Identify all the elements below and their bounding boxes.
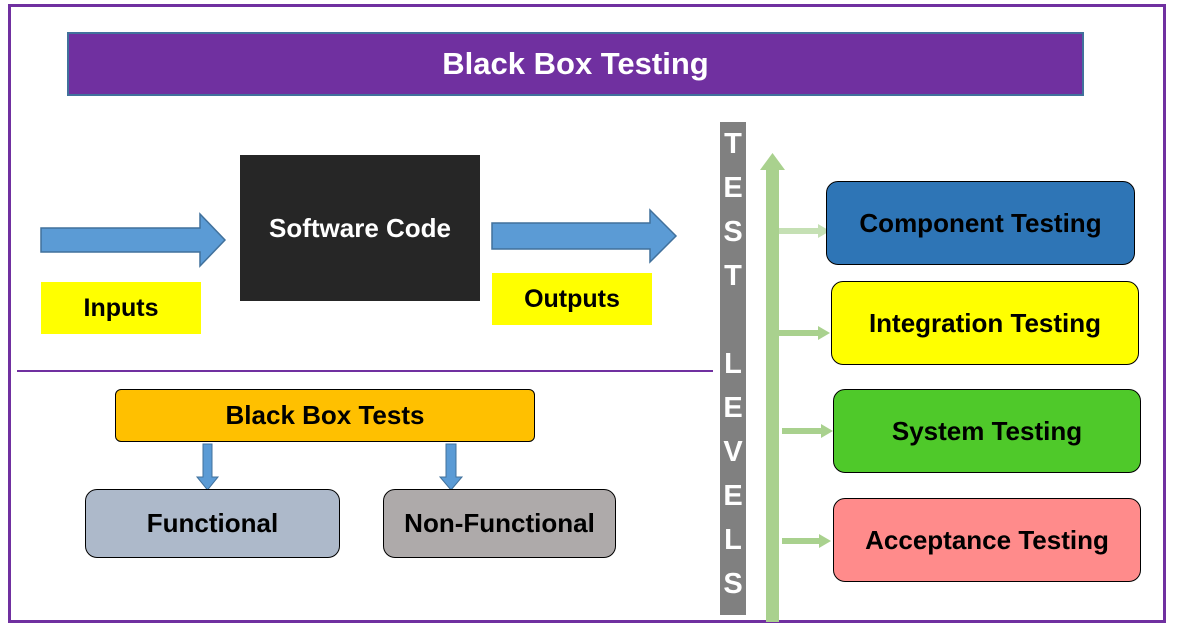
component-testing-box: Component Testing xyxy=(826,181,1135,265)
test-levels-letter: E xyxy=(723,480,743,512)
output-arrow xyxy=(491,208,678,264)
black-box-tests-node: Black Box Tests xyxy=(115,389,535,442)
branch-integration xyxy=(779,330,819,336)
non-functional-node: Non-Functional xyxy=(383,489,616,558)
test-levels-letter: E xyxy=(723,392,743,424)
levels-axis-shaft xyxy=(766,168,779,622)
test-levels-letter: E xyxy=(723,172,743,204)
test-levels-letter: T xyxy=(724,128,742,160)
branch-acceptance xyxy=(782,538,820,544)
level-branch-arrows xyxy=(779,224,833,548)
functional-node: Functional xyxy=(85,489,340,558)
page-title: Black Box Testing xyxy=(67,32,1084,96)
test-levels-letter: T xyxy=(724,260,742,292)
branch-component xyxy=(779,228,819,234)
integration-testing-box: Integration Testing xyxy=(831,281,1139,365)
software-code-box: Software Code xyxy=(240,155,480,301)
section-divider xyxy=(17,370,713,372)
test-levels-letter: V xyxy=(723,436,743,468)
test-levels-letter: S xyxy=(723,568,743,600)
test-levels-letter: L xyxy=(724,524,742,556)
functional-connector-arrow xyxy=(195,443,220,491)
diagram-frame xyxy=(8,4,1166,623)
branch-system xyxy=(782,428,822,434)
test-levels-letter: S xyxy=(723,216,743,248)
branch-system-head xyxy=(821,424,833,438)
branch-integration-head xyxy=(818,326,830,340)
acceptance-testing-box: Acceptance Testing xyxy=(833,498,1141,582)
outputs-label: Outputs xyxy=(492,273,652,325)
system-testing-box: System Testing xyxy=(833,389,1141,473)
non-functional-connector-arrow xyxy=(438,443,464,491)
inputs-label: Inputs xyxy=(41,282,201,334)
levels-axis-arrowhead xyxy=(760,153,785,170)
branch-component-head xyxy=(818,224,830,238)
branch-acceptance-head xyxy=(819,534,831,548)
test-levels-bar: T E S T L E V E L S xyxy=(720,122,746,615)
input-arrow xyxy=(40,212,227,268)
test-levels-letter: L xyxy=(724,348,742,380)
